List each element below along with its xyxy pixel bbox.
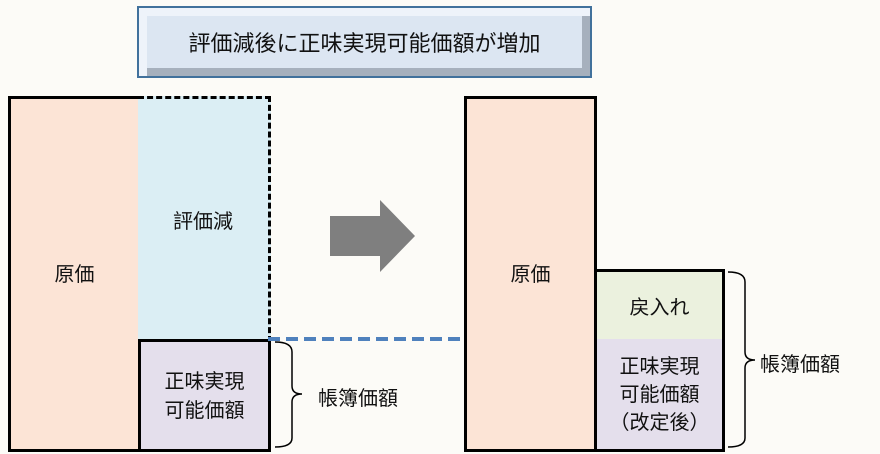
right-book-value-label: 帳簿価額 [760,352,840,376]
left-cost-block: 原価 [8,96,141,452]
reversal-label: 戻入れ [629,294,690,319]
right-cost-block: 原価 [464,96,597,452]
title-text: 評価減後に正味実現可能価額が増加 [188,32,541,57]
right-nrv-block: 正味実現可能価額 （改定後） [594,339,725,452]
nrv-line2: 可能価額 [619,382,700,406]
left-nrv-block: 正味実現可能価額 [138,339,271,452]
title-banner: 評価減後に正味実現可能価額が増加 [137,6,592,78]
nrv-line1: 正味実現 [619,354,700,378]
left-brace-icon [274,341,303,448]
reversal-block: 戻入れ [594,269,725,342]
right-brace-icon [727,271,756,448]
writedown-label: 評価減 [173,209,233,233]
nrv-line2: 可能価額 [164,397,245,422]
nrv-line1: 正味実現 [164,368,245,393]
right-cost-label: 原価 [510,261,551,286]
left-book-value-label: 帳簿価額 [318,386,398,410]
right-arrow-icon [330,200,415,272]
nrv-line3: （改定後） [609,410,710,434]
left-cost-label: 原価 [54,261,95,286]
writedown-block: 評価減 [138,96,271,342]
